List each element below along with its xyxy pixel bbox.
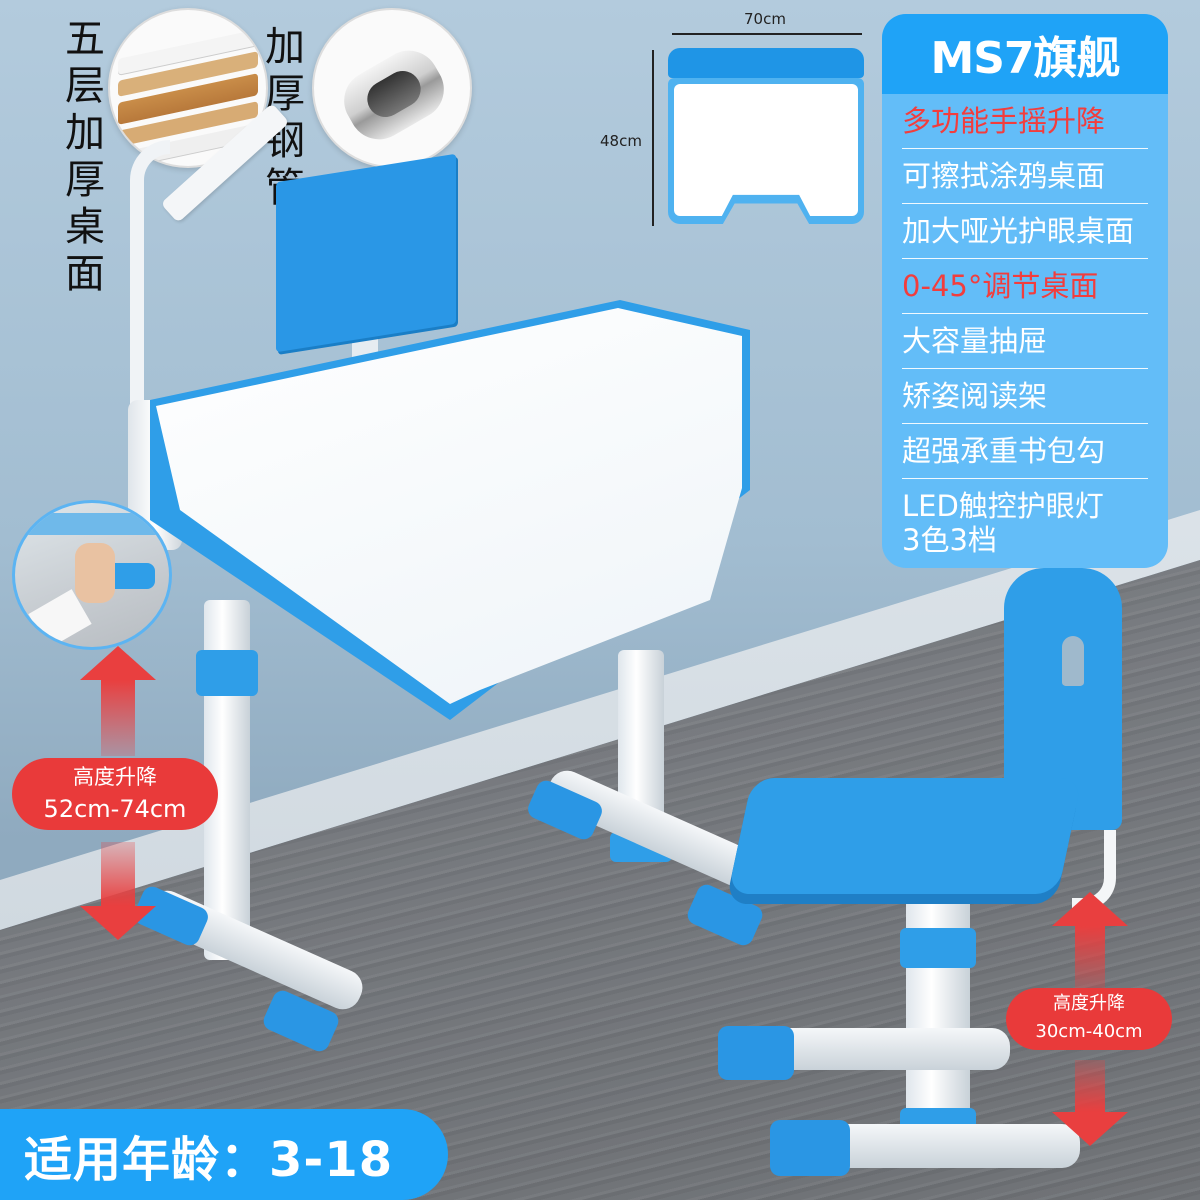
foot-cap: [718, 1026, 794, 1080]
width-dimension-line: [672, 33, 862, 35]
width-dimension: 70cm: [744, 10, 786, 28]
spec-list: 多功能手摇升降 可擦拭涂鸦桌面 加大哑光护眼桌面 0-45°调节桌面 大容量抽屉…: [882, 94, 1168, 567]
desk-height-badge: 高度升降 52cm-74cm: [12, 758, 218, 830]
desk-height-badge-label: 高度升降: [73, 765, 157, 789]
desktop-top-view-diagram: [668, 48, 864, 224]
arrow-up-icon: [80, 646, 156, 756]
desk-height-badge-range: 52cm-74cm: [43, 795, 187, 823]
steel-tube-icon: [312, 8, 472, 168]
spec-item-led: LED触控护眼灯 3色3档: [902, 479, 1148, 567]
chair-backrest-handle: [1062, 636, 1084, 686]
chair-height-badge: 高度升降 30cm-40cm: [1006, 988, 1172, 1050]
spec-item: 多功能手摇升降: [902, 94, 1148, 149]
chair-height-badge-label: 高度升降: [1053, 993, 1125, 1014]
depth-dimension-line: [652, 50, 654, 226]
foot-cap: [770, 1120, 850, 1176]
desk-leg-collar: [196, 650, 258, 696]
spec-item-led-line1: LED触控护眼灯: [902, 489, 1104, 523]
age-range-banner: 适用年龄：3-18: [0, 1109, 448, 1200]
arrow-down-icon: [1052, 1060, 1128, 1146]
hand-crank-closeup: [12, 500, 172, 650]
spec-item: 加大哑光护眼桌面: [902, 204, 1148, 259]
depth-dimension: 48cm: [600, 132, 642, 150]
spec-item: 超强承重书包勾: [902, 424, 1148, 479]
spec-card: MS7旗舰 多功能手摇升降 可擦拭涂鸦桌面 加大哑光护眼桌面 0-45°调节桌面…: [882, 14, 1168, 568]
arrow-up-icon: [1052, 892, 1128, 992]
layered-desktop-label: 五层加厚桌面: [65, 16, 105, 297]
spec-item-led-line2: 3色3档: [902, 523, 997, 557]
chair-column-collar: [900, 928, 976, 968]
model-badge: MS7旗舰: [882, 14, 1168, 94]
tilted-desktop: [150, 300, 750, 720]
spec-item: 矫姿阅读架: [902, 369, 1148, 424]
spec-item: 大容量抽屉: [902, 314, 1148, 369]
spec-item: 可擦拭涂鸦桌面: [902, 149, 1148, 204]
arrow-down-icon: [80, 842, 156, 940]
spec-item: 0-45°调节桌面: [902, 259, 1148, 314]
chair-seat: [727, 778, 1083, 894]
chair-height-badge-range: 30cm-40cm: [1035, 1021, 1143, 1042]
